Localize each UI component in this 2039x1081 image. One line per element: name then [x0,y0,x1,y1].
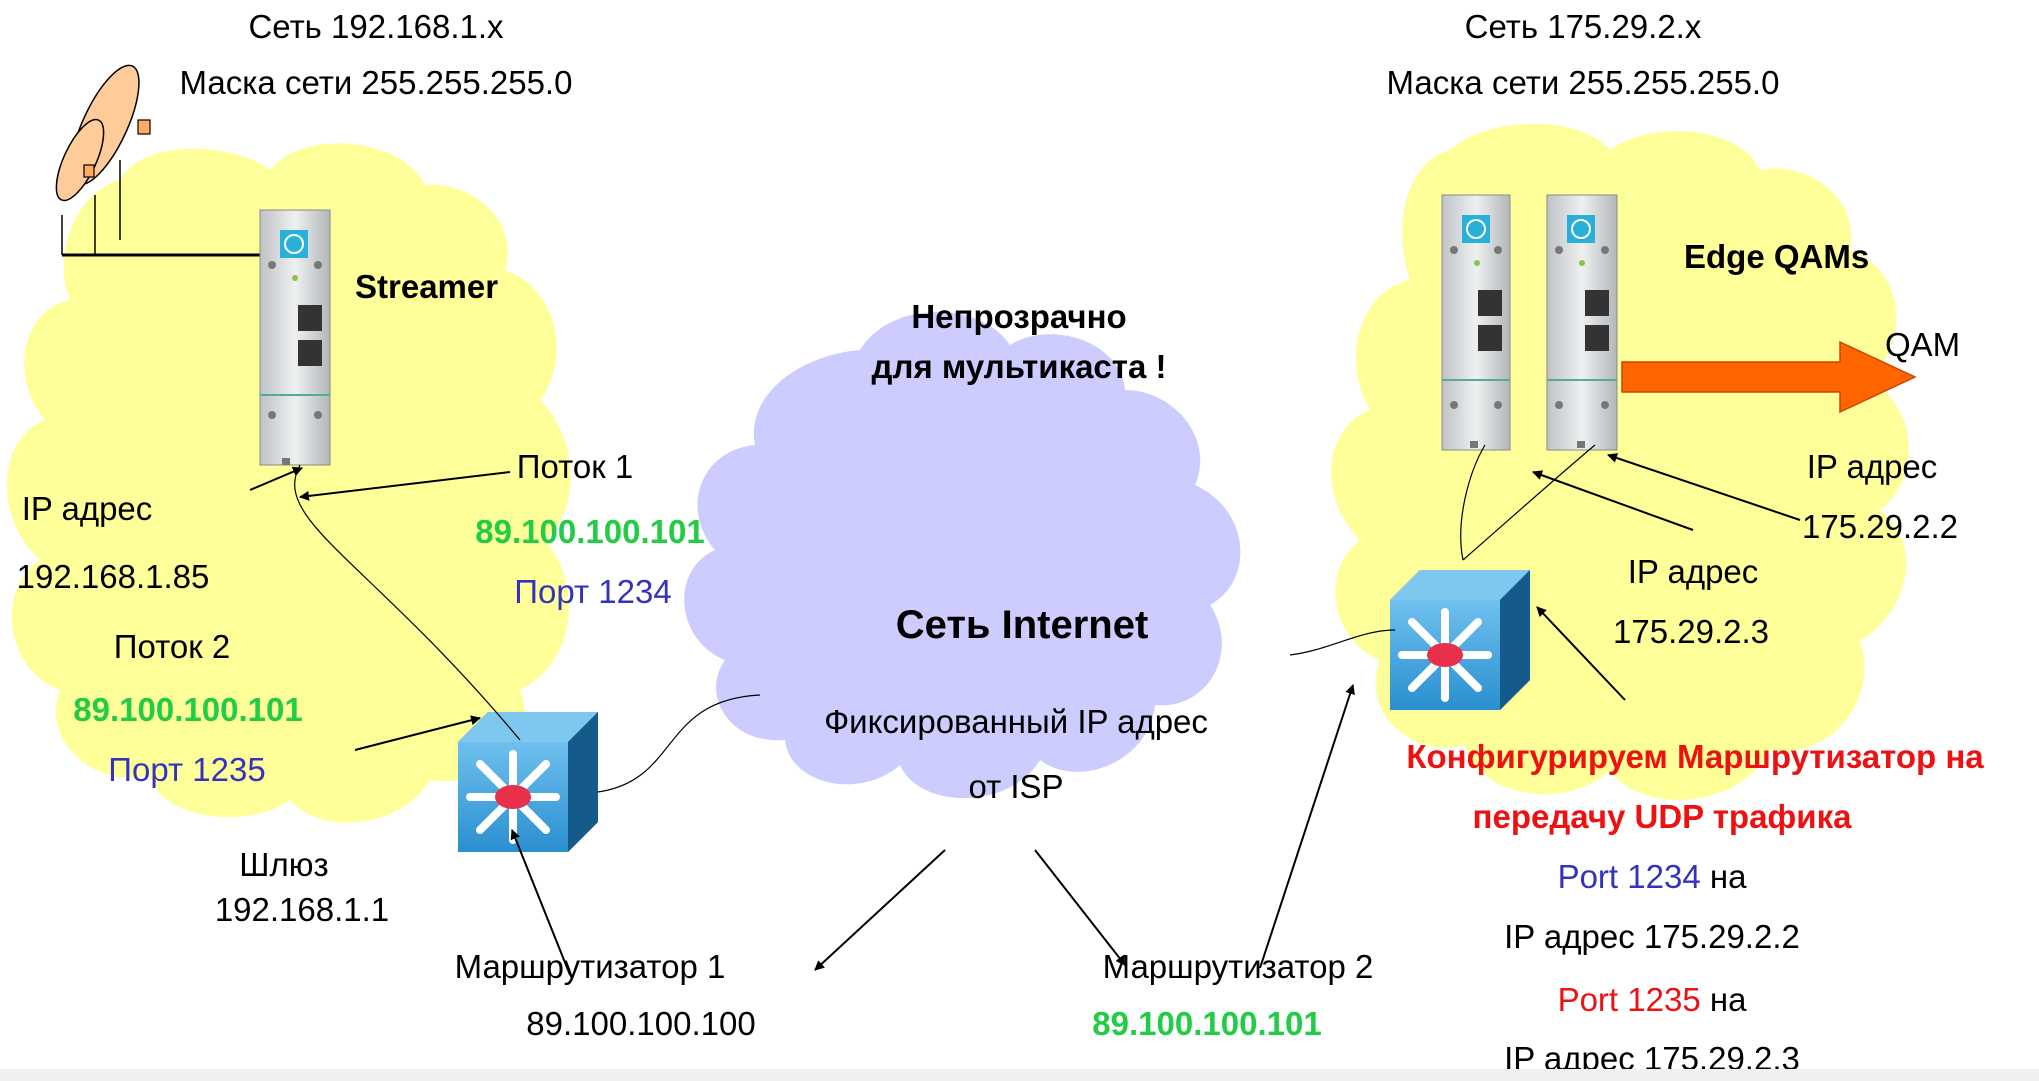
rule1-suffix: на [1700,858,1747,895]
right-network-label: Сеть 175.29.2.x [1464,8,1702,45]
right-mask-label: Маска сети 255.255.255.0 [1386,64,1780,101]
qam1-ip-value: 175.29.2.2 [1802,508,1958,545]
config-line2: передачу UDP трафика [1472,798,1852,835]
opaque-line1: Непрозрачно [911,298,1127,335]
fixed-ip-line2: от ISP [968,768,1064,805]
config-line1: Конфигурируем Маршрутизатор на [1406,738,1984,775]
rule1-port: Port 1234 [1557,858,1701,895]
rule2-port-num: 1235 [1627,981,1701,1018]
network-cables [294,444,1596,793]
rule1-target: IP адрес 175.29.2.2 [1504,918,1800,955]
stream1-ip: 89.100.100.101 [475,513,705,550]
left-network-label: Сеть 192.168.1.x [248,8,504,45]
opaque-line2: для мультикаста ! [871,348,1167,385]
router-icon-2 [1390,570,1530,710]
rule1-line: Port 1234 на [1558,860,1747,893]
rule2-port-word: Port [1557,981,1619,1018]
fixed-ip-line1: Фиксированный IP адрес [824,703,1208,740]
stream2-port: Порт 1235 [108,751,266,788]
streamer-label: Streamer [355,268,499,305]
annotation-arrows [249,453,1801,976]
router2-ip: 89.100.100.101 [1092,1005,1322,1042]
gateway-label: Шлюз [239,846,329,883]
rule2-suffix: на [1700,981,1747,1018]
internet-label: Сеть Internet [895,603,1149,647]
edge-qams-label: Edge QAMs [1684,238,1870,275]
streamer-ip-label: IP адрес [21,490,153,527]
bottom-strip [0,1069,2039,1081]
left-mask-label: Маска сети 255.255.255.0 [179,64,573,101]
orange-arrow-icon [1621,340,1917,414]
streamer-device-icon [259,209,331,466]
qam1-ip-label: IP адрес [1806,448,1938,485]
stream1-port: Порт 1234 [514,573,672,610]
internet-cloud [684,311,1241,799]
qam2-ip-value: 175.29.2.3 [1613,613,1769,650]
stream2-ip: 89.100.100.101 [73,691,303,728]
stream1-label: Поток 1 [516,448,634,485]
router2-label: Маршрутизатор 2 [1102,948,1374,985]
rule2-line: Port 1235 на [1558,983,1747,1016]
qam2-ip-label: IP адрес [1627,553,1759,590]
streamer-ip-value: 192.168.1.85 [16,558,210,595]
edge-qam-device-1 [1441,194,1511,451]
stream2-label: Поток 2 [113,628,231,665]
left-network-cloud [6,143,571,823]
router-icon [458,712,598,852]
router1-ip: 89.100.100.100 [526,1005,756,1042]
edge-qam-device-2 [1546,194,1618,451]
qam-label: QAM [1885,326,1961,363]
router1-label: Маршрутизатор 1 [454,948,726,985]
gateway-ip: 192.168.1.1 [214,891,390,928]
satellite-dish-icon [55,64,296,260]
